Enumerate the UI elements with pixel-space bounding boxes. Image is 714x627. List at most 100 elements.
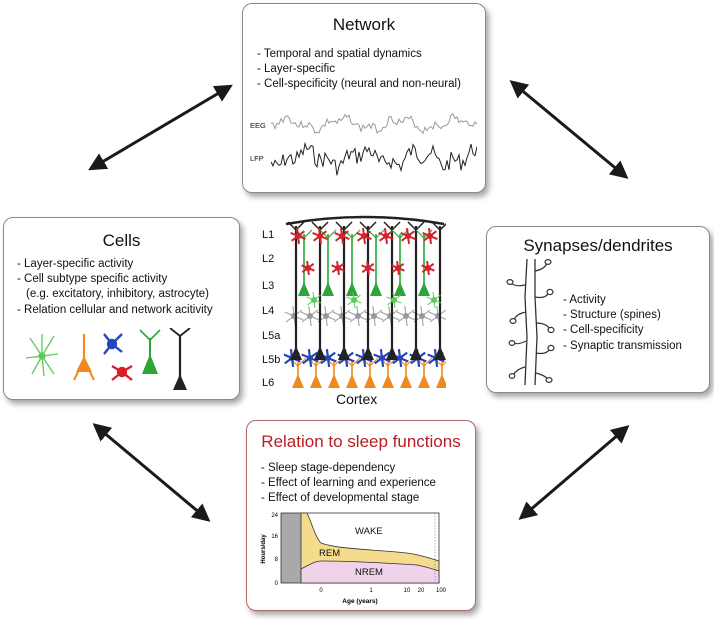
black-pyramidal-cell [169,328,191,390]
cortex-soma [400,374,412,388]
cells-bullet: - Cell subtype specific activity [17,273,168,286]
wake-label: WAKE [355,526,383,537]
cortex-interneuron [307,313,313,319]
cortex-soma [346,374,358,388]
synapses-title: Synapses/dendrites [523,236,673,255]
network-title: Network [332,15,396,34]
cortex-dendrite [319,221,329,231]
green-pyramidal-cell [139,329,161,374]
network-bullet: - Layer-specific [257,63,335,76]
cortex-dendrite [423,357,433,367]
layer-label: L5a [262,330,281,342]
cells-box: Cells - Layer-specific activity - Cell s… [3,217,240,400]
cortex-dendrite [335,221,345,231]
cortex-interneuron [339,233,345,239]
cortex-soma [290,346,302,360]
network-bullets: - Temporal and spatial dynamics - Layer-… [257,47,461,93]
layer-label: L3 [262,280,275,292]
ytick: 24 [271,513,278,519]
synapses-bullets: - Activity - Structure (spines) - Cell-s… [563,293,682,354]
nrem-label: NREM [355,567,383,578]
ylabel: Hours/day [261,534,267,564]
xtick: 0 [319,588,323,594]
cortex-soma [386,346,398,360]
rem-label: REM [319,548,340,559]
sleep-bullet: - Effect of developmental stage [261,492,420,505]
cortex-dendrite [369,357,379,367]
arrow-cells-sleep [92,423,211,522]
network-bullet: - Cell-specificity (neural and non-neura… [257,78,461,91]
cortex-soma [364,374,376,388]
sleep-title: Relation to sleep functions [261,432,461,451]
cortex-interneuron [391,297,397,303]
cells-title: Cells [102,231,141,250]
cortex-dendrite [391,229,401,239]
cortex-interneuron [431,297,437,303]
cortex-interneuron [403,313,409,319]
cortex-soma [292,374,304,388]
cortex-dendrite [439,222,446,231]
cells-bullets: - Layer-specific activity - Cell subtype… [17,257,213,318]
ytick: 16 [271,534,278,540]
traces [271,113,477,176]
cortex-soma [418,374,430,388]
arrow-sleep-synapses [518,425,630,520]
cortex-dendrite [297,357,307,367]
orange-excitatory-cell [73,334,95,381]
cortex-dendrite [383,221,393,231]
arrow-cells-network [88,84,233,171]
cortex-interneuron [335,265,341,271]
cortex-interneuron [371,313,377,319]
lfp-trace [271,141,477,176]
cortex-interneuron [405,233,411,239]
cortex-dendrite [441,361,446,367]
cortex-soma [382,374,394,388]
layer-label: L4 [262,305,275,317]
cortex-soma [328,374,340,388]
cortex-title: Cortex [336,391,378,407]
cortex-interneuron [305,265,311,271]
cell-types [25,328,191,390]
cells-bullet: (e.g. excitatory, inhibitory, astrocyte) [26,288,210,301]
sleep-chart: WAKE REM NREM 24 16 8 0 0 1 10 20 100 Ag… [261,512,447,605]
cortex-interneuron [307,355,313,361]
eeg-label: EEG [250,121,266,130]
lfp-label: LFP [250,154,264,163]
blue-inhibitory-cell [103,333,123,355]
xtick: 10 [404,588,411,594]
dendrite-illustration [506,258,555,386]
cortex-soma [436,374,446,388]
cortex-soma [346,282,358,296]
cortex-dendrite [351,229,361,239]
cortex-interneuron [395,265,401,271]
cortex-dendrite [287,221,297,231]
network-bullet: - Temporal and spatial dynamics [257,48,422,60]
cortex-dendrite [303,229,313,239]
arrow-network-synapses [509,80,629,179]
ytick: 0 [275,581,279,587]
cortex-soma [362,346,374,360]
cortex-dendrite [359,221,369,231]
layer-label: L2 [262,253,275,265]
cortex-dendrite [391,221,401,231]
cortex-interneuron [317,233,323,239]
cortex-dendrite [327,229,337,239]
cortex-dendrite [343,221,353,231]
cortex-interneuron [325,355,331,361]
synapses-box: Synapses/dendrites - Activity - Structur… [486,226,710,393]
cortex-soma [394,282,406,296]
cortex-dendrite [415,221,425,231]
eeg-trace [271,113,477,135]
cortex-interneuron [419,313,425,319]
cells-bullet: - Layer-specific activity [17,258,134,270]
sleep-box: Relation to sleep functions - Sleep stag… [246,420,476,611]
cortex-dendrite [367,221,377,231]
synapses-bullet: - Activity [563,294,606,306]
synapses-bullet: - Cell-specificity [563,324,644,337]
cortex-dendrite [407,221,417,231]
cortex-soma [314,346,326,360]
cortex-interneuron [355,313,361,319]
cortex-interneuron [351,297,357,303]
cortex-soma [338,346,350,360]
